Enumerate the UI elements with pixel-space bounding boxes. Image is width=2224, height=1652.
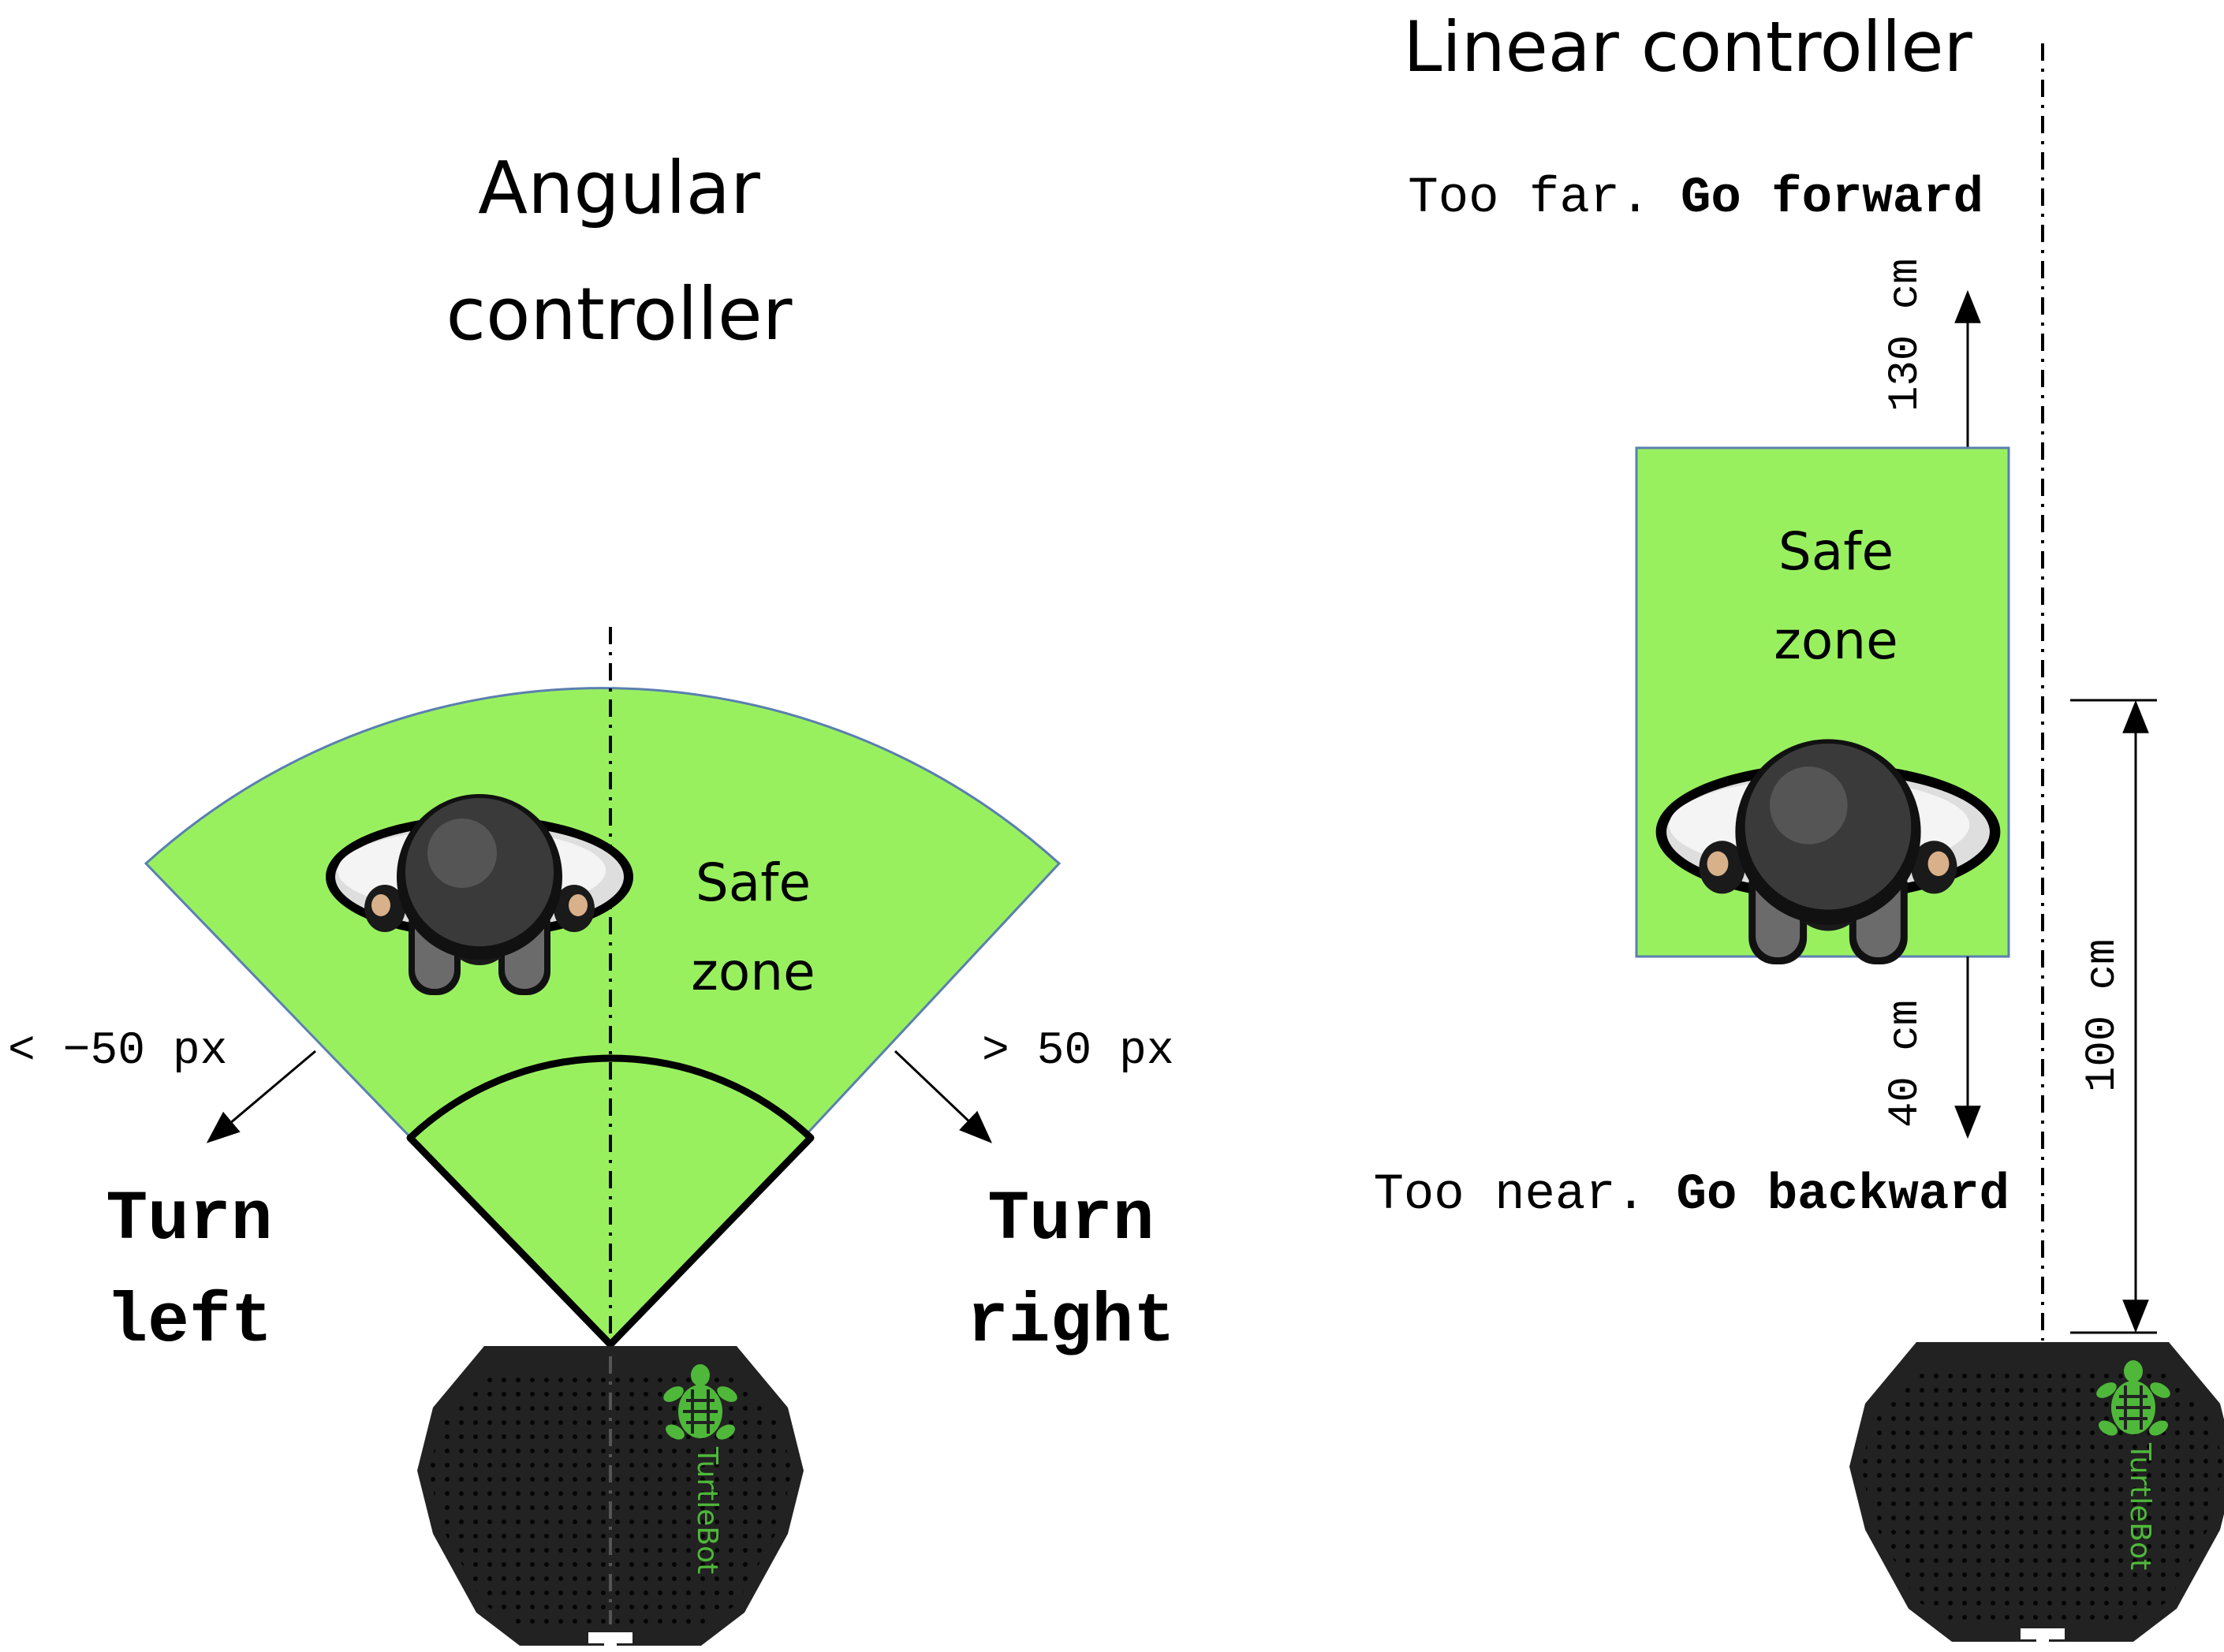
turn-right-label-line1: Turn [987, 1181, 1154, 1259]
linear-controller: Linear controller Too far. Go forward To… [1373, 6, 2224, 1652]
angular-safe-label-line2: zone [691, 942, 815, 1002]
linear-title: Linear controller [1403, 6, 1972, 88]
linear-safe-label-line1: Safe [1778, 521, 1894, 582]
turn-left-arrow [206, 1050, 316, 1143]
left-threshold-label: < −50 px [8, 1026, 227, 1077]
turtlebot-robot-icon: TurtleBot [417, 1346, 804, 1652]
turn-right-label-line2: right [967, 1284, 1175, 1362]
angular-safe-label-line1: Safe [696, 852, 811, 913]
angular-title-line2: controller [446, 272, 793, 356]
angular-controller: Angular controller Safe zone < −50 px > … [8, 146, 1175, 1652]
robot-brand-label: TurtleBot [2124, 1442, 2156, 1570]
go-backward-label: Go backward [1677, 1167, 2009, 1224]
dist-forward-label: 130 cm [1882, 259, 1930, 412]
robot-brand-label: TurtleBot [691, 1446, 723, 1574]
too-near-label: Too near. Go backward [1373, 1167, 2009, 1224]
linear-safe-label-line2: zone [1774, 610, 1897, 671]
too-far-label: Too far. Go forward [1408, 170, 1983, 227]
turn-left-label-line2: left [106, 1284, 272, 1362]
too-far-prefix: Too far. [1408, 170, 1681, 227]
turtlebot-robot-icon: TurtleBot [1849, 1342, 2224, 1652]
go-forward-label: Go forward [1681, 170, 1983, 227]
right-threshold-label: > 50 px [982, 1026, 1174, 1077]
dist-backward-label: 40 cm [1882, 1000, 1930, 1128]
dist-total-label: 100 cm [2079, 939, 2127, 1092]
turn-right-arrow [894, 1050, 993, 1143]
angular-inner-sector [406, 1054, 815, 1348]
angular-title-line1: Angular [478, 146, 760, 230]
too-near-prefix: Too near. [1373, 1167, 1676, 1224]
turn-left-label-line1: Turn [106, 1181, 272, 1259]
